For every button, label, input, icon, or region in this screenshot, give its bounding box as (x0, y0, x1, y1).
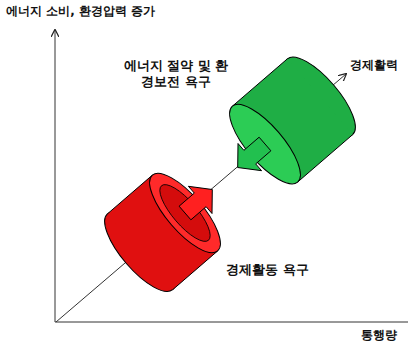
red-arrow (179, 186, 212, 220)
red-cylinder (94, 163, 232, 301)
axis-title: 에너지 소비, 환경압력 증가 (6, 4, 226, 19)
force-label: 경제활동 욕구 (226, 262, 346, 278)
force-label: 에너지 절약 및 환경보전 욕구 (120, 58, 232, 91)
x-axis (55, 322, 408, 323)
y-axis (55, 30, 56, 322)
green-cylinder (219, 47, 367, 194)
axis-title: 통행량 (361, 328, 413, 343)
green-arrow (238, 137, 271, 171)
trend-label: 경제활력 (350, 58, 412, 73)
